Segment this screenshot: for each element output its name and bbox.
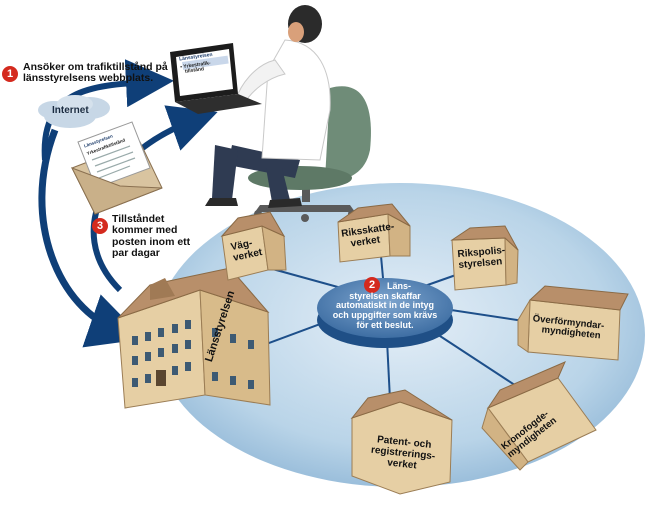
house-kronofogdemyndigheten <box>481 361 597 471</box>
step-3-text: Tillståndet kommer med posten inom ett p… <box>112 213 191 259</box>
house-patent-och-registreringsverket <box>350 389 453 495</box>
house-vagverket <box>220 211 287 281</box>
internet-cloud <box>38 95 110 128</box>
house-riksskatteverket <box>337 203 411 263</box>
label-rikspolisstyrelsen: Rikspolis- styrelsen <box>457 244 506 271</box>
hub-disc <box>317 278 453 338</box>
envelope-icon <box>70 121 163 215</box>
lansstyrelsen-building <box>117 267 271 409</box>
step-3-badge: 3 <box>92 218 108 234</box>
step-1-badge: 1 <box>2 66 18 82</box>
arrow-internet-to-agency <box>38 128 145 348</box>
house-rikspolisstyrelsen <box>450 225 519 291</box>
person-at-laptop-illustration <box>170 5 371 222</box>
house-overformyndarmyndigheten <box>517 285 629 361</box>
step-2-badge: 2 <box>364 277 380 293</box>
step-1-text: Ansöker om trafiktillstånd på länsstyrel… <box>23 61 168 85</box>
internet-label: Internet <box>52 105 89 116</box>
step-2-text: Läns- styrelsen skaffar automatiskt in d… <box>332 281 438 330</box>
